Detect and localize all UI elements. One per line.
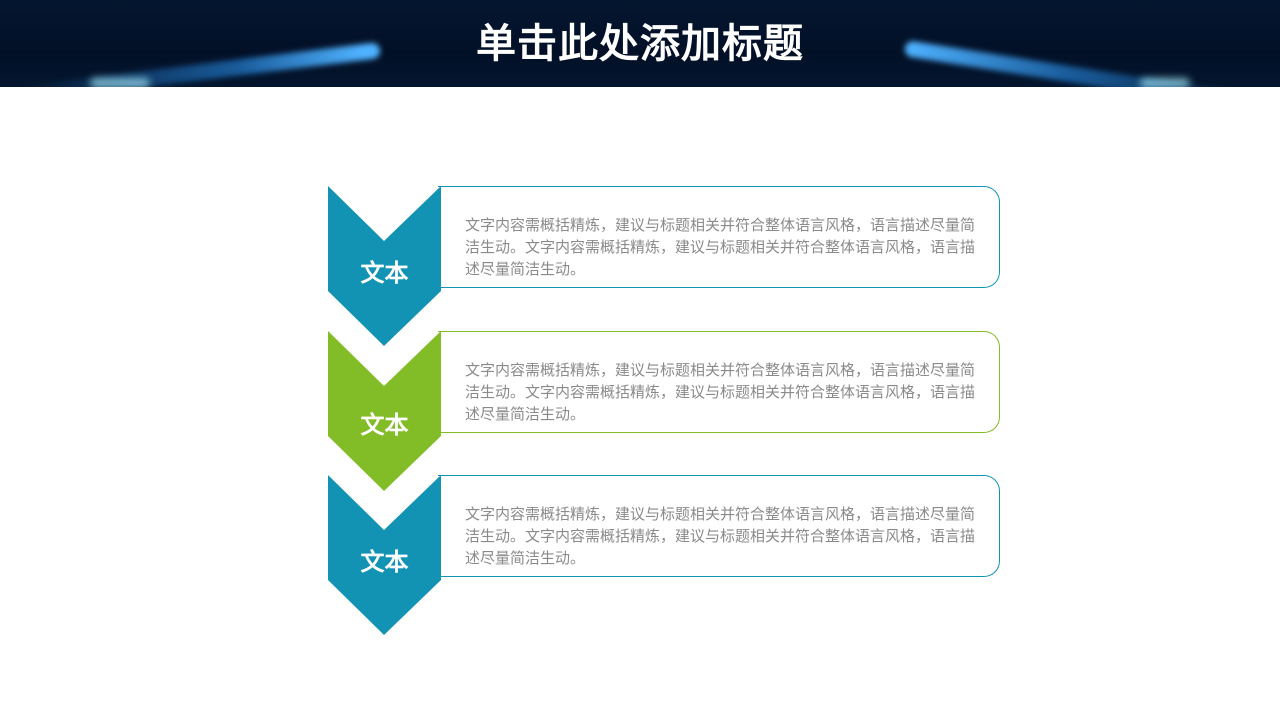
chevron-down-icon (328, 186, 441, 346)
step-text-box-3: 文字内容需概括精炼，建议与标题相关并符合整体语言风格，语言描述尽量简洁生动。文字… (438, 475, 1000, 577)
step-text-box-1: 文字内容需概括精炼，建议与标题相关并符合整体语言风格，语言描述尽量简洁生动。文字… (438, 186, 1000, 288)
glow-right (1140, 78, 1190, 87)
step-row-2: 文字内容需概括精炼，建议与标题相关并符合整体语言风格，语言描述尽量简洁生动。文字… (328, 331, 1004, 491)
step-description-2[interactable]: 文字内容需概括精炼，建议与标题相关并符合整体语言风格，语言描述尽量简洁生动。文字… (465, 361, 976, 423)
step-description-1[interactable]: 文字内容需概括精炼，建议与标题相关并符合整体语言风格，语言描述尽量简洁生动。文字… (465, 216, 976, 278)
step-text-box-2: 文字内容需概括精炼，建议与标题相关并符合整体语言风格，语言描述尽量简洁生动。文字… (438, 331, 1000, 433)
slide-title[interactable]: 单击此处添加标题 (476, 21, 804, 67)
step-description-3[interactable]: 文字内容需概括精炼，建议与标题相关并符合整体语言风格，语言描述尽量简洁生动。文字… (465, 505, 976, 567)
step-row-1: 文字内容需概括精炼，建议与标题相关并符合整体语言风格，语言描述尽量简洁生动。文字… (328, 186, 1004, 346)
step-label-2[interactable]: 文本 (360, 411, 409, 439)
title-banner: 单击此处添加标题 (0, 0, 1280, 87)
chevron-arrow-1: 文本 (328, 186, 441, 346)
step-row-3: 文字内容需概括精炼，建议与标题相关并符合整体语言风格，语言描述尽量简洁生动。文字… (328, 475, 1004, 635)
glow-left (90, 78, 150, 87)
chevron-arrow-3: 文本 (328, 475, 441, 635)
chevron-down-icon (328, 475, 441, 635)
step-label-3[interactable]: 文本 (360, 548, 409, 576)
step-label-1[interactable]: 文本 (360, 259, 409, 287)
chevron-down-icon (328, 331, 441, 491)
chevron-arrow-2: 文本 (328, 331, 441, 491)
